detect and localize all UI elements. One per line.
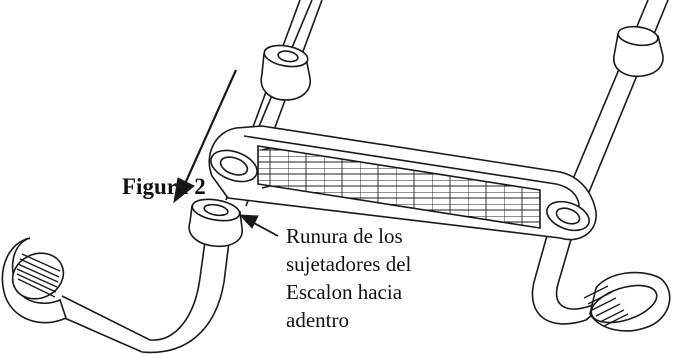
callout-line: sujetadores del xyxy=(286,252,412,276)
right-rail-lower xyxy=(531,231,615,325)
callout-arrow-icon xyxy=(238,214,279,237)
ladder-step xyxy=(208,125,597,241)
callout-line: Runura de los xyxy=(286,224,403,248)
right-foot-treads xyxy=(583,285,629,327)
right-foot-cap xyxy=(589,271,671,332)
callout-line: Escalon hacia xyxy=(286,280,403,304)
right-upper-clamp xyxy=(613,25,664,78)
left-foot-treads xyxy=(16,253,61,298)
left-upper-clamp xyxy=(260,44,311,101)
callout-text: Runura de los sujetadores del Escalon ha… xyxy=(286,222,411,334)
figure-label: Figura 2 xyxy=(122,174,206,199)
left-foot-cap xyxy=(1,237,67,324)
down-arrow-icon xyxy=(173,69,238,204)
left-rail-lower xyxy=(59,233,231,354)
callout-line: adentro xyxy=(286,308,349,332)
left-lower-clamp xyxy=(188,198,243,248)
